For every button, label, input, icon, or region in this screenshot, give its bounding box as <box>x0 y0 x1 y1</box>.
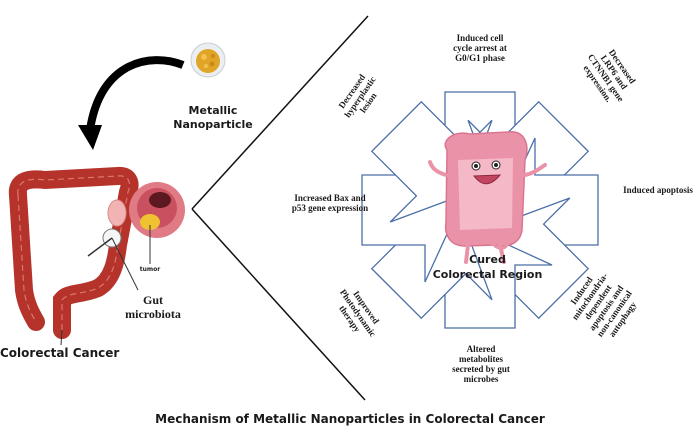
mechanism-text-left: Increased Bax and p53 gene expression <box>285 193 375 213</box>
mechanism-bottom-line2: metabolites <box>459 354 503 364</box>
mechanism-bottom-line3: secreted by gut <box>452 364 510 374</box>
nanoparticle-label: Metallic Nanoparticle <box>170 104 256 132</box>
gut-microbiota-label: Gut microbiota <box>118 293 188 321</box>
bracket-lower-line <box>191 208 366 401</box>
mechanism-bottom-line1: Altered <box>466 344 496 354</box>
mechanism-top-line2: cycle arrest at <box>453 43 507 53</box>
cured-region-label-line1: Cured <box>469 253 506 266</box>
bracket-upper-line <box>191 15 369 210</box>
mechanism-top-line3: G0/G1 phase <box>455 53 505 63</box>
tumor-label: tumor <box>139 266 161 273</box>
cured-region-label: Cured Colorectal Region <box>425 252 550 282</box>
mechanism-top-line1: Induced cell <box>456 33 504 43</box>
colorectal-cancer-label: Colorectal Cancer <box>0 346 120 360</box>
cured-region-label-line2: Colorectal Region <box>432 268 543 281</box>
mechanism-bottom-line4: microbes <box>463 374 499 384</box>
mechanism-right-line1: Induced apoptosis <box>623 185 693 195</box>
gut-microbiota-label-line2: microbiota <box>125 307 181 321</box>
mechanism-left-line2: p53 gene expression <box>291 203 369 213</box>
nanoparticle-label-line1: Metallic <box>188 104 238 117</box>
gut-microbiota-label-line1: Gut <box>142 293 163 307</box>
bracket-lines <box>191 15 369 401</box>
mechanism-text-bottom: Altered metabolites secreted by gut micr… <box>445 344 517 384</box>
mechanism-text-top: Induced cell cycle arrest at G0/G1 phase <box>445 33 515 63</box>
tumor-cross-section <box>129 182 185 264</box>
curved-arrow-icon <box>78 56 185 150</box>
mechanism-left-line1: Increased Bax and <box>294 193 366 203</box>
mechanism-text-right: Induced apoptosis <box>618 185 698 195</box>
nanoparticle-label-line2: Nanoparticle <box>173 118 253 131</box>
figure-title: Mechanism of Metallic Nanoparticles in C… <box>155 412 545 426</box>
nanoparticle-icon <box>190 42 226 78</box>
colon-illustration <box>8 166 139 346</box>
cured-colon-character-icon <box>428 131 547 264</box>
